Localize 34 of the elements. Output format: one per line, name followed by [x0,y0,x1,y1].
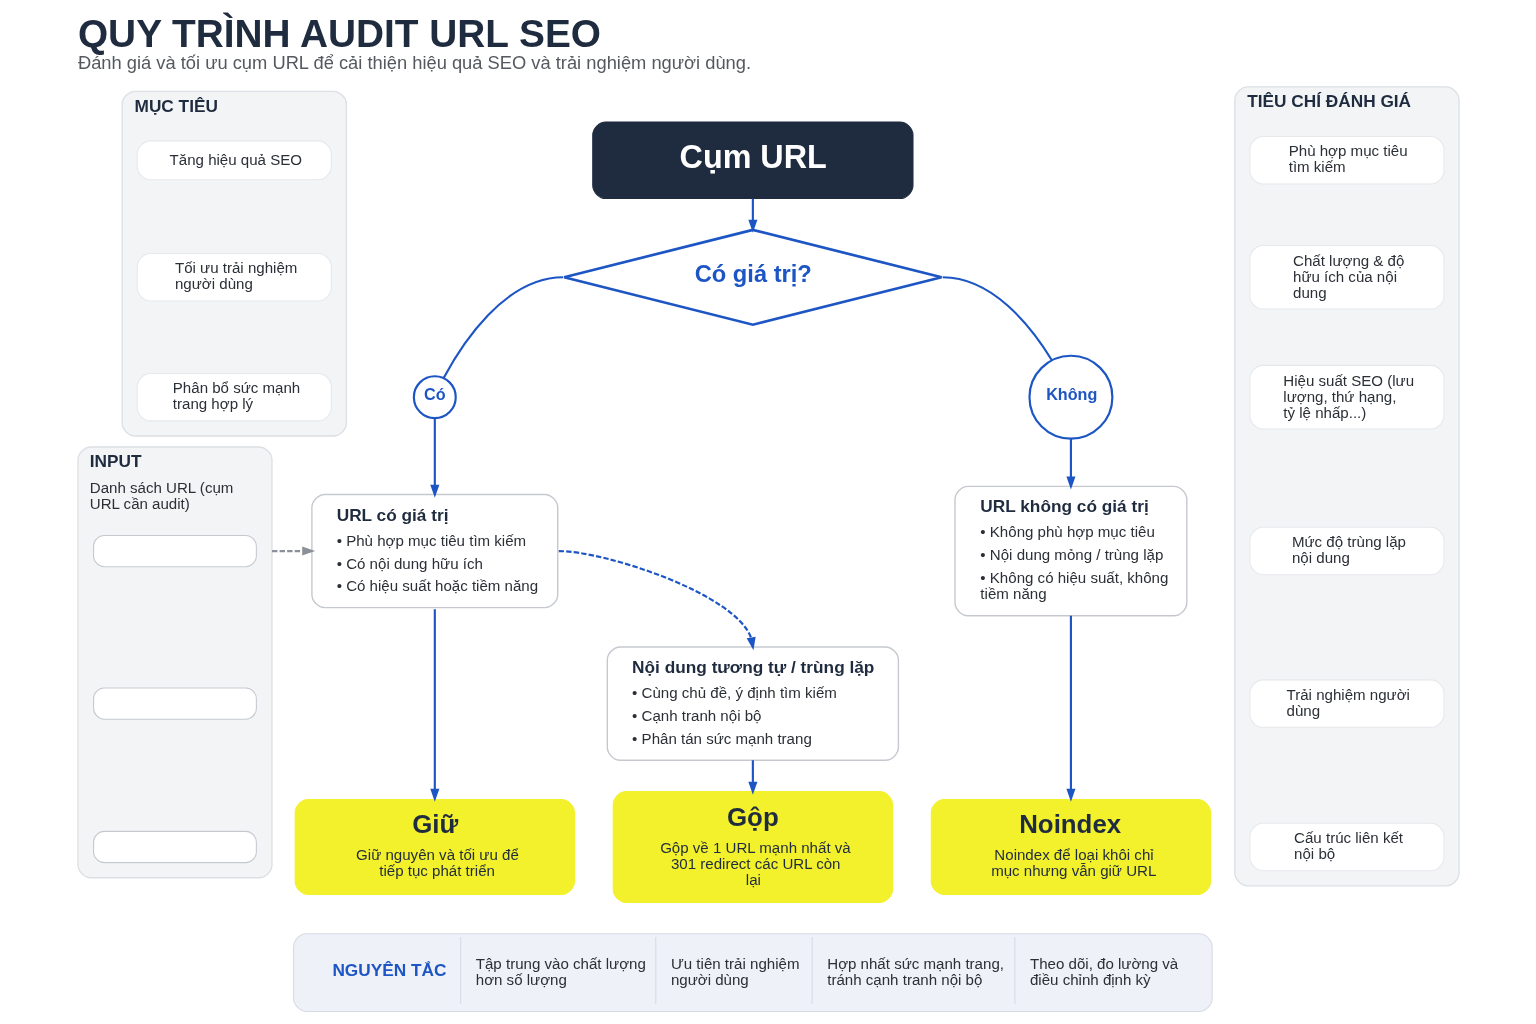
connector [942,276,1053,361]
node-box: Cụm URL [591,121,913,200]
arrow [271,546,315,556]
node-diamond: Có giá trị? [562,228,943,327]
node-box [92,830,257,864]
arrow [747,198,757,233]
node-box: Nội dung tương tự / trùng lặp • Cùng chủ đề, ý định tìm kiếm • Cạnh tranh nội bộ • Phân tán sức mạnh trang [606,646,899,761]
cluster: INPUT Danh sách URL (cụm URL cần audit) [76,446,273,879]
diagram-title: QUY TRÌNH AUDIT URL SEO [77,11,601,55]
node-box [92,687,257,720]
connector [442,276,563,379]
node-box: Trải nghiệm người dùng [1248,679,1444,728]
node-box: Phù hợp mục tiêu tìm kiếm [1248,136,1444,185]
node-box: URL không có giá trị • Không phù hợp mục tiêu • Nội dung mỏng / trùng lặp • Không có hiệu suất, không tiềm năng [953,485,1188,617]
node-box: URL có giá trị • Phù hợp mục tiêu tìm kiếm • Có nội dung hữu ích • Có hiệu suất hoặc tiềm năng [310,493,558,609]
node-box: Tối ưu trải nghiệm người dùng [136,253,332,302]
node-box [92,534,257,568]
node-circle: Không [1027,354,1113,440]
arrow [429,418,439,498]
node-box: Hiệu suất SEO (lưu lượng, thứ hạng, tỷ lệ nhấp...) [1248,364,1444,430]
node-circle: Có [412,375,457,420]
node-box: Tăng hiệu quả SEO [136,140,332,181]
arrow [1065,615,1075,802]
node-box: Mức độ trùng lặp nội dung [1248,526,1444,576]
node-box: Cấu trúc liên kết nội bộ [1248,822,1444,872]
arrow [429,609,439,802]
arrow [558,549,756,651]
node-box: Phân bổ sức mạnh trang hợp lý [136,372,332,422]
node-box: Gộp Gộp về 1 URL mạnh nhất và 301 redirect các URL còn lại [612,790,893,904]
arrow [1065,438,1075,490]
node-box: Noindex Noindex để loại khôi chỉ mục nhưng vẫn giữ URL [930,799,1211,895]
node-box: Chất lượng & độ hữu ích của nội dung [1248,244,1444,310]
node-box: Giữ Giữ nguyên và tối ưu để tiếp tục phát triển [294,799,575,895]
arrow [747,760,757,795]
